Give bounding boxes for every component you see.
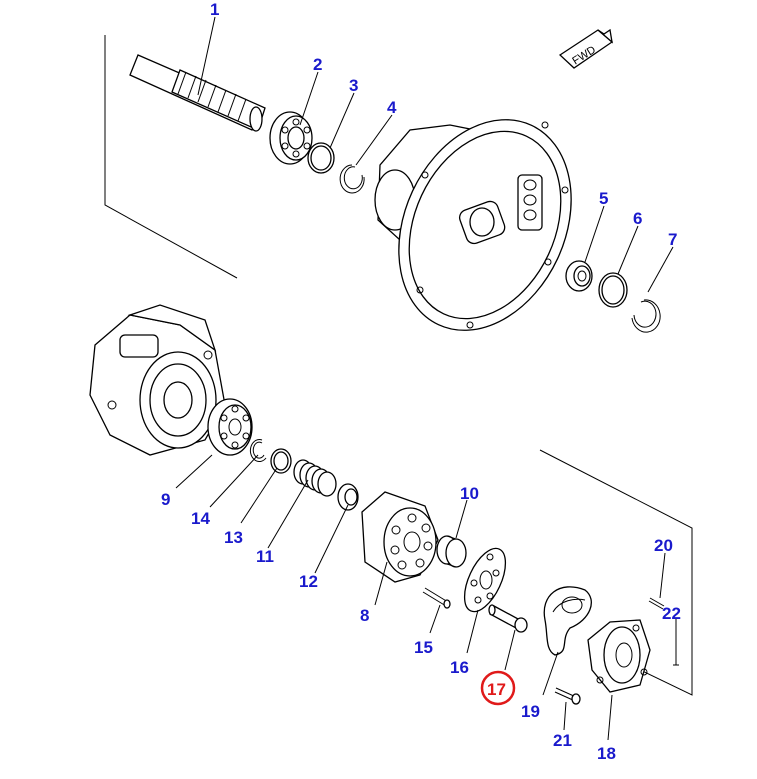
callout-9: 9	[161, 490, 170, 509]
callout-1: 1	[210, 0, 219, 19]
spring-part-11	[293, 459, 337, 497]
callout-8: 8	[360, 606, 369, 625]
support-part-18	[587, 619, 651, 693]
snap-ring-part-14	[249, 439, 267, 462]
front-housing	[374, 119, 572, 331]
callout-4: 4	[387, 98, 397, 117]
fwd-direction-tag: FWD	[558, 28, 614, 69]
callout-6: 6	[633, 209, 642, 228]
callout-7: 7	[668, 230, 677, 249]
bearing-part-2	[269, 111, 313, 165]
spacer-part-12	[337, 483, 359, 511]
pin-part-20	[648, 597, 665, 610]
callout-12: 12	[299, 572, 318, 591]
snap-ring-part-7	[631, 299, 661, 333]
ball-guide-part-10	[436, 535, 467, 568]
callout-15: 15	[414, 638, 433, 657]
callout-16: 16	[450, 658, 469, 677]
ring-part-6	[598, 272, 628, 308]
cylinder-block-part-8	[361, 491, 439, 583]
callout-21: 21	[553, 731, 572, 750]
rear-pump-housing	[89, 304, 226, 456]
callout-14: 14	[191, 509, 210, 528]
callout-13: 13	[224, 528, 243, 547]
highlight-ring-part-17	[480, 670, 516, 706]
drive-shaft-part-1	[129, 54, 266, 132]
callout-3: 3	[349, 76, 358, 95]
pin-part-15	[422, 587, 451, 609]
leader-lines	[175, 16, 677, 741]
callout-22: 22	[662, 604, 681, 623]
callout-5: 5	[599, 189, 608, 208]
bolt-part-21	[554, 687, 581, 705]
callout-20: 20	[654, 536, 673, 555]
valve-plate-part-9	[207, 398, 253, 456]
upper-group-bracket	[104, 35, 238, 279]
callout-11: 11	[256, 547, 274, 566]
piston-part-17	[488, 604, 528, 633]
swash-plate-part-19	[543, 586, 592, 656]
callout-10: 10	[460, 484, 479, 503]
pin-part-22	[673, 625, 679, 666]
callout-2: 2	[313, 55, 322, 74]
callout-19: 19	[521, 702, 540, 721]
callout-17: 17	[487, 680, 506, 699]
ring-part-3	[307, 142, 335, 174]
callout-labels: 1 2 3 4 5 6 7 8 9 10 11 12 13 14 15 16 1…	[161, 0, 681, 763]
bearing-part-5	[565, 260, 593, 292]
ring-part-13	[270, 448, 292, 474]
snap-ring-part-4	[339, 164, 365, 194]
lower-group-bracket	[539, 449, 693, 696]
retainer-plate-part-16	[463, 547, 507, 613]
callout-18: 18	[597, 744, 616, 763]
